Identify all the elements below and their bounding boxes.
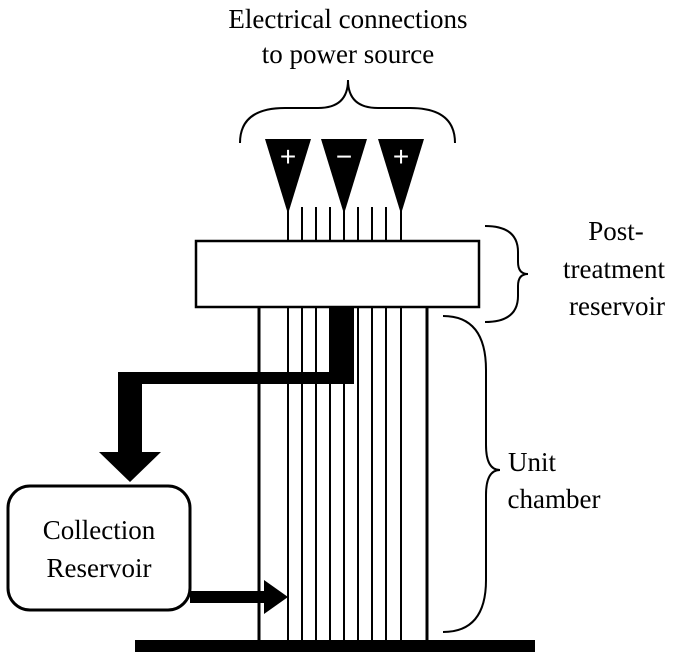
post-treatment-label-line3: reservoir [569,291,665,321]
collection-label-line1: Collection [43,515,156,545]
electrode-negative: − [321,139,367,214]
electrode-positive-left: + [265,139,311,214]
electrode-sign-3: + [393,141,409,172]
outflow-arrow [99,307,354,482]
top-label-line1: Electrical connections [228,4,467,34]
top-label-line2: to power source [262,39,434,69]
unit-chamber-label-line2: chamber [508,484,601,514]
post-treatment-label-line1: Post- [588,216,644,246]
base-plate [135,640,535,652]
collection-label-line2: Reservoir [47,553,152,583]
top-brace [239,79,456,144]
electrode-sign-1: + [280,141,296,172]
collection-reservoir-box [6,484,192,612]
post-treatment-label-line2: treatment [563,254,665,284]
unit-chamber-label-line1: Unit [508,447,557,477]
electrode-positive-right: + [378,139,424,214]
unit-chamber-brace [442,315,501,633]
post-treatment-brace [484,225,529,323]
electrode-sign-2: − [336,141,352,172]
post-treatment-reservoir-box [194,239,481,309]
return-arrow [190,580,288,614]
